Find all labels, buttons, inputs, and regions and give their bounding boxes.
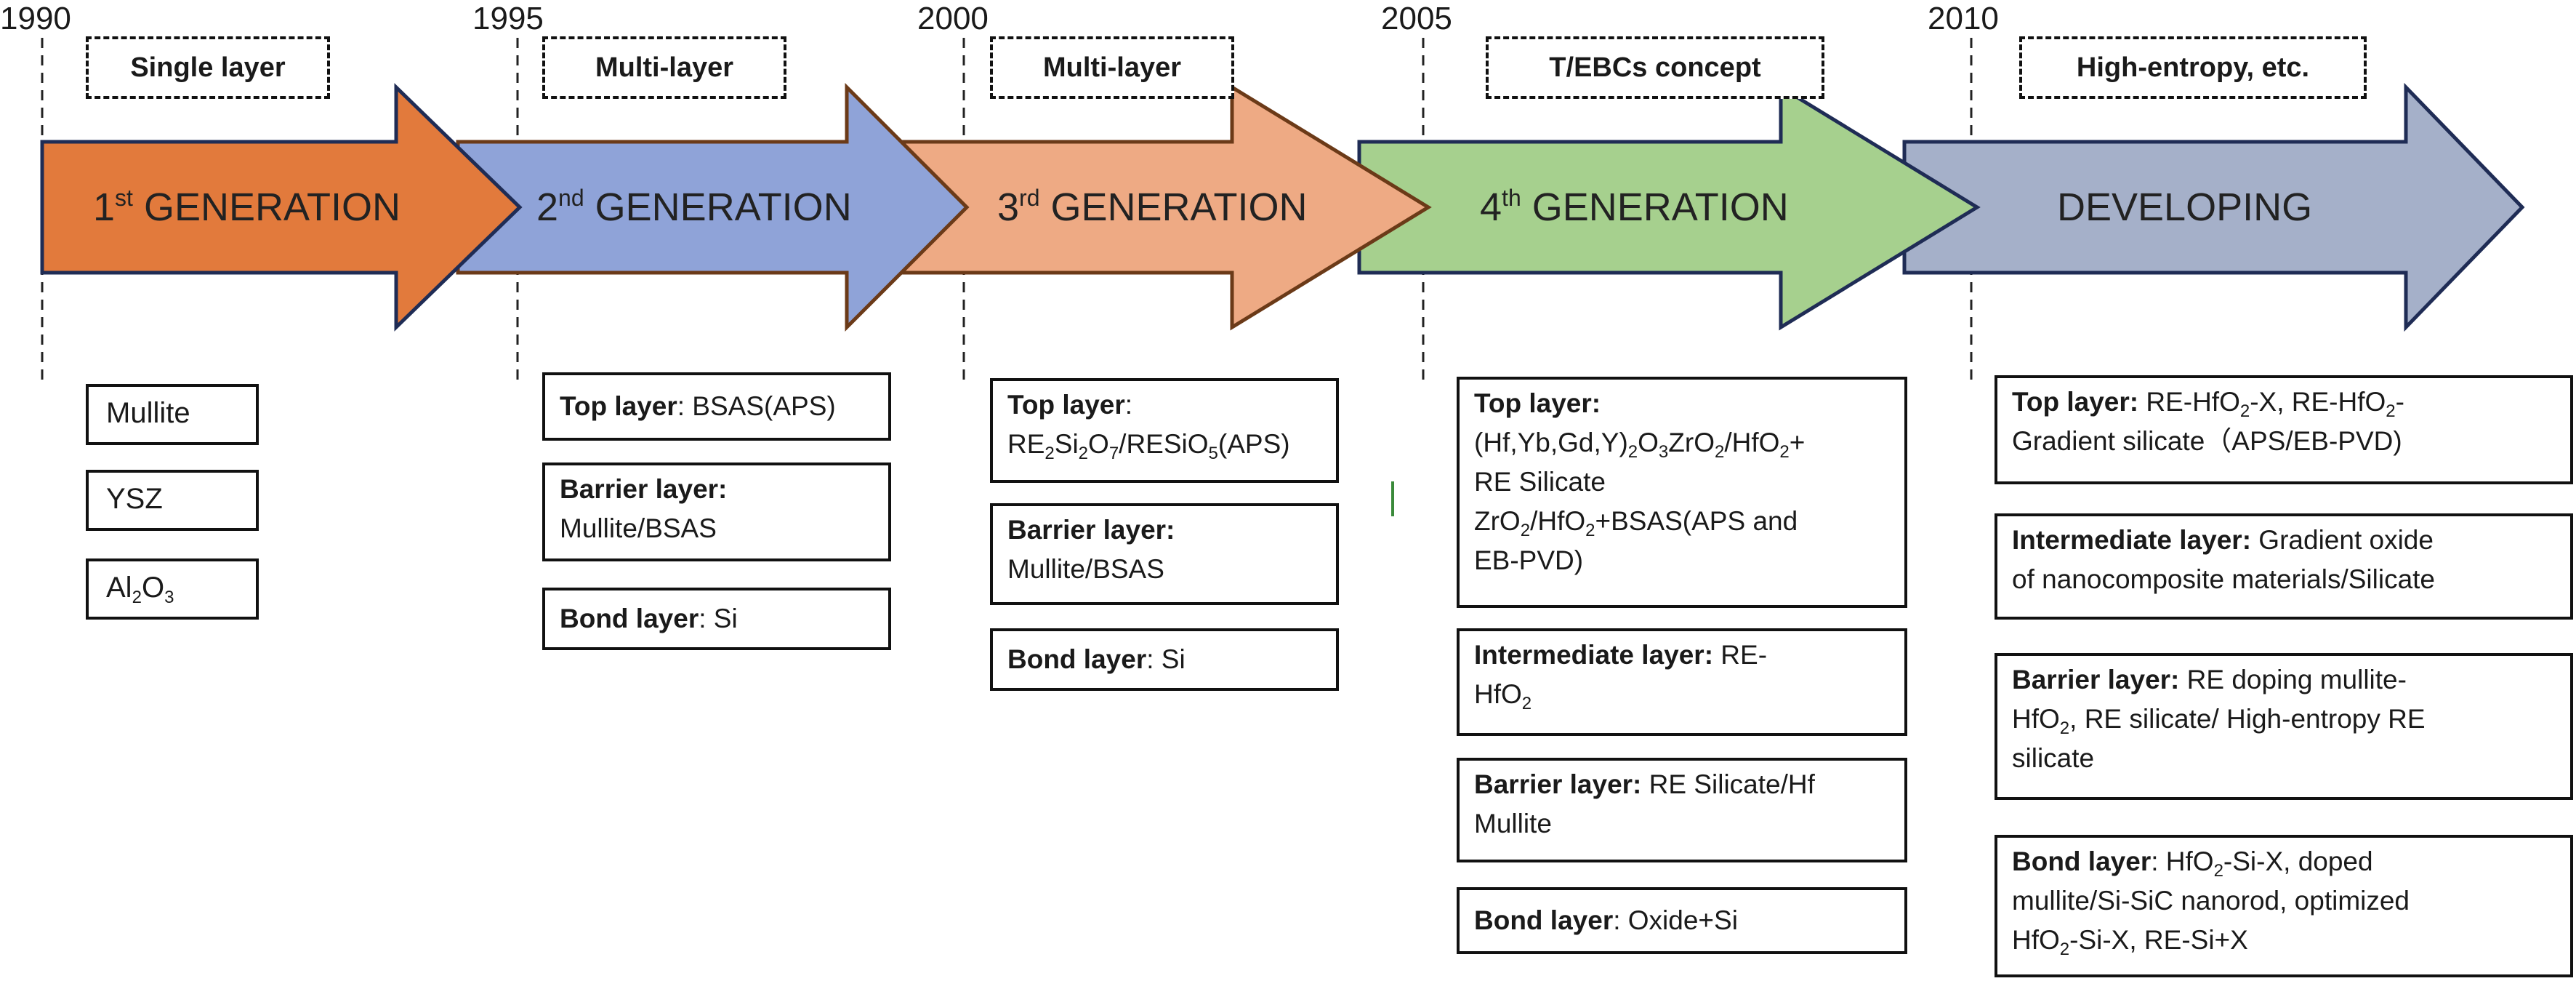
arrow-gen1	[40, 83, 523, 332]
year-2005: 2005	[1381, 1, 1452, 36]
stray-mark	[1391, 481, 1394, 516]
arrow-gen4	[1357, 84, 1981, 331]
gen2-top-layer-box: Top layer: BSAS(APS)	[542, 372, 891, 441]
gen4-bond-layer-box: Bond layer: Oxide+Si	[1457, 887, 1907, 954]
arrow-developing	[1902, 82, 2525, 332]
era-label-multi-layer-1995: Multi-layer	[542, 36, 786, 99]
gen3-bond-layer-box: Bond layer: Si	[990, 628, 1339, 691]
gen-label-1: 1st GENERATION	[93, 185, 401, 229]
year-2010: 2010	[1928, 1, 1999, 36]
gen1-al2o3-box: Al2O3	[86, 558, 259, 620]
era-label-tebcs-concept: T/EBCs concept	[1486, 36, 1824, 99]
gen5-barrier-layer-box: Barrier layer: RE doping mullite-HfO2, R…	[1995, 653, 2573, 800]
year-1995: 1995	[472, 1, 544, 36]
era-label-multi-layer-2000: Multi-layer	[990, 36, 1234, 99]
gen-label-4: 4th GENERATION	[1480, 185, 1789, 229]
arrow-gen3	[899, 84, 1432, 331]
gen5-top-layer-box: Top layer: RE-HfO2-X, RE-HfO2-Gradient s…	[1995, 375, 2573, 484]
arrow-gen2	[456, 82, 970, 332]
gen1-ysz-box: YSZ	[86, 470, 259, 531]
gen2-bond-layer-box: Bond layer: Si	[542, 588, 891, 650]
gen3-top-layer-box: Top layer:RE2Si2O7/RESiO5(APS)	[990, 378, 1339, 483]
gen-label-2: 2nd GENERATION	[536, 185, 852, 229]
gen-label-3: 3rd GENERATION	[997, 185, 1308, 229]
year-2000: 2000	[917, 1, 989, 36]
gen-label-developing: DEVELOPING	[2057, 185, 2313, 229]
gen1-mullite-box: Mullite	[86, 384, 259, 445]
era-label-single-layer: Single layer	[86, 36, 330, 99]
year-1990: 1990	[0, 1, 71, 36]
gen3-barrier-layer-box: Barrier layer:Mullite/BSAS	[990, 503, 1339, 605]
gen4-intermediate-layer-box: Intermediate layer: RE-HfO2	[1457, 628, 1907, 736]
gen2-barrier-layer-box: Barrier layer:Mullite/BSAS	[542, 463, 891, 561]
era-label-high-entropy: High-entropy, etc.	[2019, 36, 2367, 99]
gen4-top-layer-box: Top layer:(Hf,Yb,Gd,Y)2O3ZrO2/HfO2+RE Si…	[1457, 377, 1907, 608]
